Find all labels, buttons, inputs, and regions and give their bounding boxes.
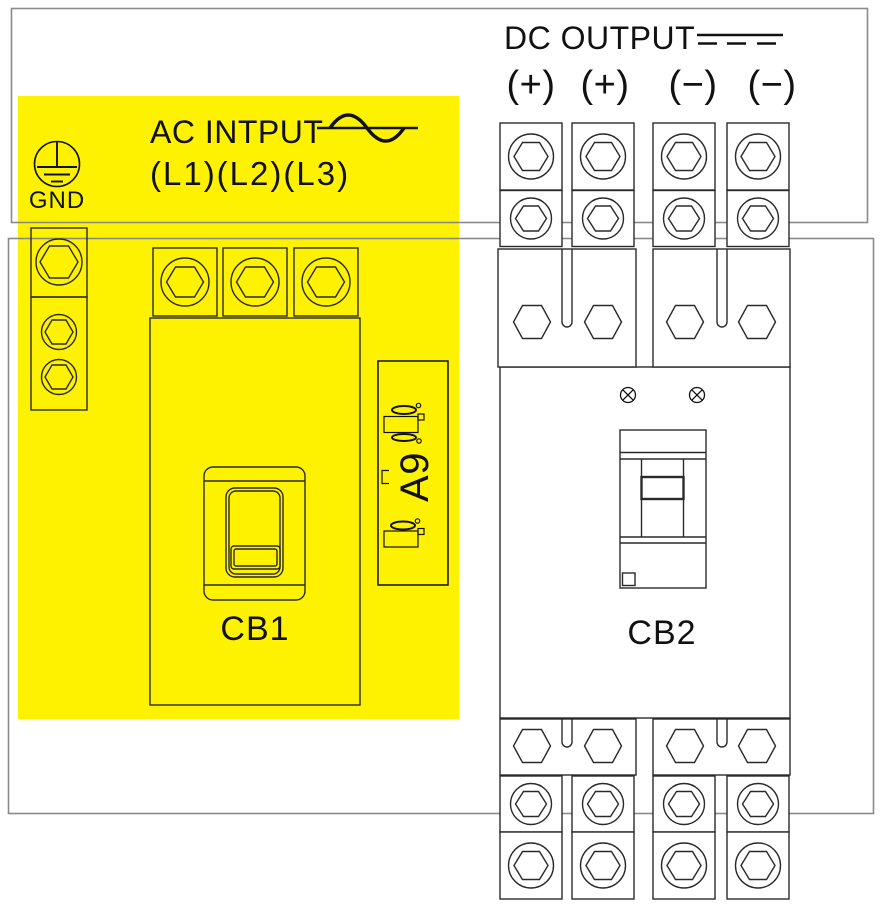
cb2-handle: [640, 475, 685, 501]
ground-label: GND: [28, 187, 86, 214]
dc-terminal-block: [571, 122, 635, 191]
ground-terminal-assembly: [30, 227, 88, 411]
a9-body: [377, 360, 449, 586]
cb2-breaker-body: [619, 429, 707, 589]
dc-terminal-label-plus-2: (+): [580, 64, 630, 106]
dc-terminal-block: [499, 189, 563, 248]
fuse-clip-bottom-icon: [383, 518, 425, 548]
terminal-block: [571, 831, 635, 900]
main-panel-frame: [7, 237, 875, 815]
cb1-rocker: [225, 487, 284, 578]
dc-terminal-block: [726, 189, 790, 248]
dc-terminal-block: [652, 189, 716, 248]
clip-bracket-icon: [381, 469, 389, 485]
cb1-bezel: [203, 466, 306, 601]
a9-module: [377, 360, 449, 586]
lug-slot: [561, 249, 573, 328]
dc-output-title: DC OUTPUT: [504, 20, 696, 56]
dc-terminal-label-plus-1: (+): [506, 64, 556, 106]
dc-terminal-block: [571, 189, 635, 248]
cb1-breaker: [149, 317, 361, 706]
terminal-block: [571, 775, 635, 833]
cb1-label: CB1: [220, 610, 290, 648]
cb2-label: CB2: [627, 614, 697, 652]
cb2-assembly: [497, 248, 791, 776]
lug-slot: [716, 719, 728, 748]
fuse-clip-top-icon: [383, 402, 425, 444]
ac-phase-labels: (L1)(L2)(L3): [150, 155, 351, 192]
ac-sine-icon: [317, 113, 418, 143]
cb1-case: [149, 317, 361, 706]
dc-terminal-label-minus-2: (−): [747, 64, 797, 106]
terminal-block: [499, 775, 563, 833]
cb1-rocker-pad: [230, 545, 281, 570]
terminal-block: [652, 775, 716, 833]
lug-slot: [561, 719, 573, 748]
lug-slot: [716, 249, 728, 328]
dc-symbol-icon: [697, 33, 783, 45]
dc-terminal-label-minus-1: (−): [668, 64, 718, 106]
cb2-top-lug-left: [497, 248, 637, 368]
dc-terminal-block: [652, 122, 716, 191]
cb2-indicator: [621, 572, 636, 587]
terminal-block: [499, 831, 563, 900]
a9-module-label: A9: [393, 452, 437, 502]
terminal-blocks-bottom: [499, 775, 790, 900]
ac-input-title: AC INTPUT: [150, 114, 324, 150]
dc-terminal-blocks-top: [499, 122, 790, 248]
dc-terminal-block: [499, 122, 563, 191]
upper-panel-frame: [10, 7, 869, 224]
ground-symbol-icon: [33, 140, 81, 188]
terminal-block: [652, 831, 716, 900]
cb2-breaker: [619, 429, 707, 589]
terminal-block: [726, 831, 790, 900]
highlight-overlay: [18, 96, 459, 719]
terminal-block: [726, 775, 790, 833]
dc-terminal-block: [726, 122, 790, 191]
